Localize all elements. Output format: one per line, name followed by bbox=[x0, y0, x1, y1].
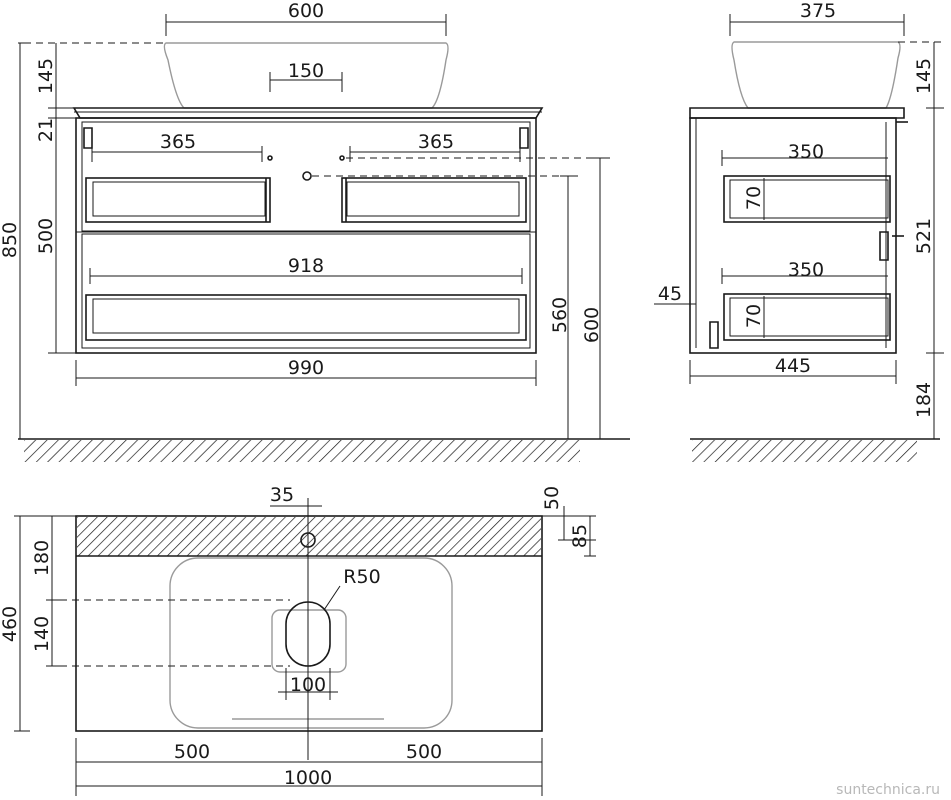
front-view: 600 150 365 365 918 990 850 bbox=[0, 0, 630, 462]
dim-side-lower-height: 70 bbox=[743, 304, 765, 328]
top-hatched-strip bbox=[77, 517, 541, 556]
dim-side-upper-drawer: 350 bbox=[788, 141, 824, 163]
front-lower-drawer bbox=[85, 294, 527, 341]
dim-side-upper-height: 70 bbox=[743, 186, 765, 210]
dim-outlet-low: 560 bbox=[549, 297, 571, 333]
front-upper-left-drawer bbox=[85, 177, 271, 223]
top-view: 35 R50 100 460 180 140 50 85 50 bbox=[0, 484, 596, 796]
dim-drain-width: 150 bbox=[288, 60, 324, 82]
dim-top-right-half: 500 bbox=[406, 741, 442, 763]
dim-right-drawer: 365 bbox=[418, 131, 454, 153]
dim-side-basin-height: 145 bbox=[913, 58, 935, 94]
dim-top-thickness: 21 bbox=[35, 118, 57, 142]
front-cabinet bbox=[75, 117, 537, 354]
dim-cabinet-width: 990 bbox=[288, 357, 324, 379]
dim-left-drawer: 365 bbox=[160, 131, 196, 153]
dim-total-height: 850 bbox=[0, 222, 21, 258]
dim-top-hole-offset: 35 bbox=[270, 484, 294, 506]
dim-cabinet-height: 500 bbox=[35, 218, 57, 254]
side-basin bbox=[731, 41, 901, 109]
top-countertop bbox=[75, 515, 543, 732]
top-basin-outline bbox=[169, 557, 453, 729]
front-floor-hatch bbox=[24, 440, 580, 462]
dim-outlet-high: 600 bbox=[581, 307, 603, 343]
dim-top-edge-85: 85 bbox=[569, 524, 591, 548]
dim-top-drain-zone: 140 bbox=[31, 616, 53, 652]
front-countertop bbox=[72, 107, 544, 119]
dim-top-back-strip: 180 bbox=[31, 540, 53, 576]
dim-side-lower-drawer: 350 bbox=[788, 259, 824, 281]
side-view: 375 350 350 70 70 45 445 145 521 184 bbox=[654, 0, 944, 462]
dim-top-depth: 460 bbox=[0, 606, 21, 642]
dim-top-total-width: 1000 bbox=[284, 767, 332, 789]
side-lower-drawer bbox=[723, 293, 891, 341]
dim-top-edge-50: 50 bbox=[541, 486, 563, 510]
dim-top-radius: R50 bbox=[343, 566, 380, 588]
dim-top-drain-width: 100 bbox=[290, 674, 326, 696]
dim-side-depth: 445 bbox=[775, 355, 811, 377]
dim-basin-width: 600 bbox=[288, 0, 324, 22]
dim-lower-drawer: 918 bbox=[288, 255, 324, 277]
side-floor-hatch bbox=[692, 440, 917, 462]
dim-top-left-half: 500 bbox=[174, 741, 210, 763]
dim-side-mount-height: 521 bbox=[913, 218, 935, 254]
dim-side-offset: 45 bbox=[658, 283, 682, 305]
dim-side-floor-gap: 184 bbox=[913, 382, 935, 418]
dim-side-basin-depth: 375 bbox=[800, 0, 836, 22]
dim-basin-height: 145 bbox=[35, 58, 57, 94]
watermark: suntechnica.ru bbox=[836, 782, 940, 798]
front-upper-right-drawer bbox=[341, 177, 527, 223]
side-upper-drawer bbox=[723, 175, 891, 223]
front-outlet bbox=[302, 171, 312, 181]
